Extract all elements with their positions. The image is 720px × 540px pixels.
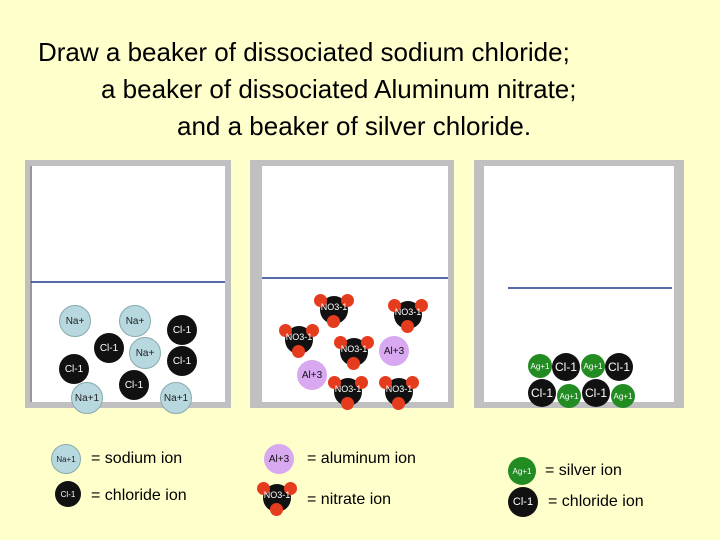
chloride-ion: Cl-1 [167,315,197,345]
sodium-ion: Na+1 [160,382,192,414]
silver-ion: Ag+1 [557,384,581,408]
nitrate-ion: NO3-1 [388,295,428,333]
nitrate-ion: NO3-1 [379,372,419,410]
nitrate-ion: NO3-1 [279,320,319,358]
legend-aluminum-icon: Al+3 [264,444,294,474]
chloride-ion: Cl-1 [94,333,124,363]
chloride-ion: Cl-1 [552,353,580,381]
slide-title: Draw a beaker of dissociated sodium chlo… [0,34,720,145]
legend-aluminum-label: = aluminum ion [307,450,416,467]
sodium-ion: Na+ [129,337,161,369]
legend-silver-label: = silver ion [545,462,622,479]
nitrate-ion: NO3-1 [314,290,354,328]
chloride-ion: Cl-1 [167,346,197,376]
title-line-1: Draw a beaker of dissociated sodium chlo… [38,37,570,67]
title-line-3: and a beaker of silver chloride. [177,111,532,141]
beaker-3-glass [474,160,684,408]
legend-sodium-label: = sodium ion [91,450,183,467]
sodium-ion: Na+1 [71,382,103,414]
chloride-ion: Cl-1 [528,379,556,407]
chloride-ion: Cl-1 [605,353,633,381]
legend-chloride-label-2: = chloride ion [548,493,644,510]
chloride-ion: Cl-1 [119,370,149,400]
beaker-silver-chloride [474,160,684,410]
nitrate-ion: NO3-1 [334,332,374,370]
title-line-2: a beaker of dissociated Aluminum nitrate… [101,74,577,104]
legend-chloride-label: = chloride ion [91,487,187,504]
silver-ion: Ag+1 [528,354,552,378]
sodium-ion: Na+ [59,305,91,337]
aluminum-ion: Al+3 [297,360,327,390]
legend-chloride-icon: Cl-1 [55,481,81,507]
legend-silver-icon: Ag+1 [508,457,536,485]
chloride-ion: Cl-1 [582,379,610,407]
silver-ion: Ag+1 [581,354,605,378]
aluminum-ion: Al+3 [379,336,409,366]
sodium-ion: Na+ [119,305,151,337]
legend-sodium-icon: Na+1 [51,444,81,474]
legend-nitrate-label: = nitrate ion [307,491,392,508]
chloride-ion: Cl-1 [59,354,89,384]
silver-ion: Ag+1 [611,384,635,408]
legend-chloride-icon-2: Cl-1 [508,487,538,517]
nitrate-ion: NO3-1 [328,372,368,410]
legend-nitrate-icon: NO3-1 [257,478,297,516]
